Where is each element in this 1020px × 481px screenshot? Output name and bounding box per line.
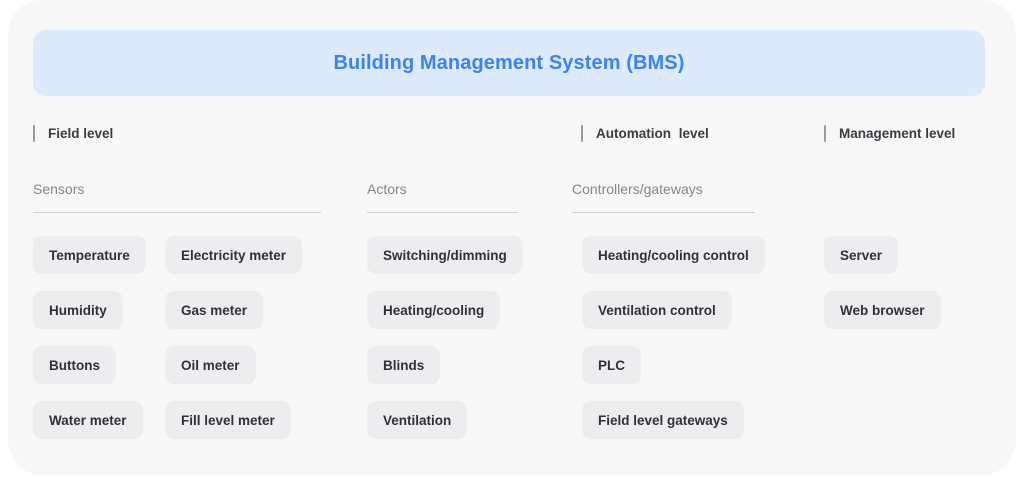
vertical-bar-icon xyxy=(33,124,35,142)
tag-label: Ventilation xyxy=(383,412,452,428)
tag-fill-level-meter[interactable]: Fill level meter xyxy=(165,401,291,439)
vertical-bar-icon xyxy=(824,124,826,142)
tag-label: Switching/dimming xyxy=(383,247,507,263)
tag-label: Humidity xyxy=(49,302,107,318)
level-header-field: Field level xyxy=(33,120,113,146)
tag-label: Web browser xyxy=(840,302,925,318)
tag-electricity-meter[interactable]: Electricity meter xyxy=(165,236,303,274)
tag-label: Ventilation control xyxy=(598,302,716,318)
tag-field-level-gateways[interactable]: Field level gateways xyxy=(582,401,744,439)
vertical-bar-icon xyxy=(581,124,583,142)
tag-heating-cooling-control[interactable]: Heating/cooling control xyxy=(582,236,765,274)
tag-gas-meter[interactable]: Gas meter xyxy=(165,291,264,329)
tag-ventilation-control[interactable]: Ventilation control xyxy=(582,291,732,329)
tag-label: Gas meter xyxy=(181,302,248,318)
group-title-sensors: Sensors xyxy=(33,181,85,197)
tag-label: Oil meter xyxy=(181,357,240,373)
tag-label: Electricity meter xyxy=(181,247,287,263)
tag-ventilation[interactable]: Ventilation xyxy=(367,401,468,439)
level-label-management: Management level xyxy=(839,125,956,141)
tag-label: Temperature xyxy=(49,247,130,263)
tag-web-browser[interactable]: Web browser xyxy=(824,291,941,329)
tag-humidity[interactable]: Humidity xyxy=(33,291,123,329)
tag-plc[interactable]: PLC xyxy=(582,346,641,384)
level-label-field: Field level xyxy=(48,125,114,141)
group-title-actors: Actors xyxy=(367,181,407,197)
tag-label: Blinds xyxy=(383,357,425,373)
tag-oil-meter[interactable]: Oil meter xyxy=(165,346,256,384)
group-divider xyxy=(33,212,321,213)
level-header-automation: Automation level xyxy=(581,120,709,146)
group-heading-sensors: Sensors xyxy=(33,181,321,213)
tag-label: Water meter xyxy=(49,412,127,428)
group-title-controllers: Controllers/gateways xyxy=(572,181,703,197)
group-heading-controllers: Controllers/gateways xyxy=(572,181,755,213)
tag-water-meter[interactable]: Water meter xyxy=(33,401,143,439)
tag-server[interactable]: Server xyxy=(824,236,899,274)
tag-temperature[interactable]: Temperature xyxy=(33,236,146,274)
tag-buttons[interactable]: Buttons xyxy=(33,346,116,384)
level-header-row: Field level Automation level Management … xyxy=(8,120,1016,148)
group-heading-actors: Actors xyxy=(367,181,518,213)
tag-label: PLC xyxy=(598,357,625,373)
tag-label: Field level gateways xyxy=(598,412,728,428)
tag-label: Heating/cooling xyxy=(383,302,485,318)
tag-heating-cooling[interactable]: Heating/cooling xyxy=(367,291,501,329)
tag-label: Fill level meter xyxy=(181,412,275,428)
tag-blinds[interactable]: Blinds xyxy=(367,346,441,384)
page-title: Building Management System (BMS) xyxy=(333,51,685,74)
tag-switching-dimming[interactable]: Switching/dimming xyxy=(367,236,523,274)
tag-label: Heating/cooling control xyxy=(598,247,749,263)
group-divider xyxy=(572,212,755,213)
title-banner: Building Management System (BMS) xyxy=(33,30,985,96)
tag-label: Buttons xyxy=(49,357,100,373)
level-label-automation: Automation level xyxy=(596,125,709,141)
tag-label: Server xyxy=(840,247,883,263)
group-divider xyxy=(367,212,518,213)
level-header-management: Management level xyxy=(824,120,955,146)
diagram-card: Building Management System (BMS) Field l… xyxy=(8,0,1016,475)
